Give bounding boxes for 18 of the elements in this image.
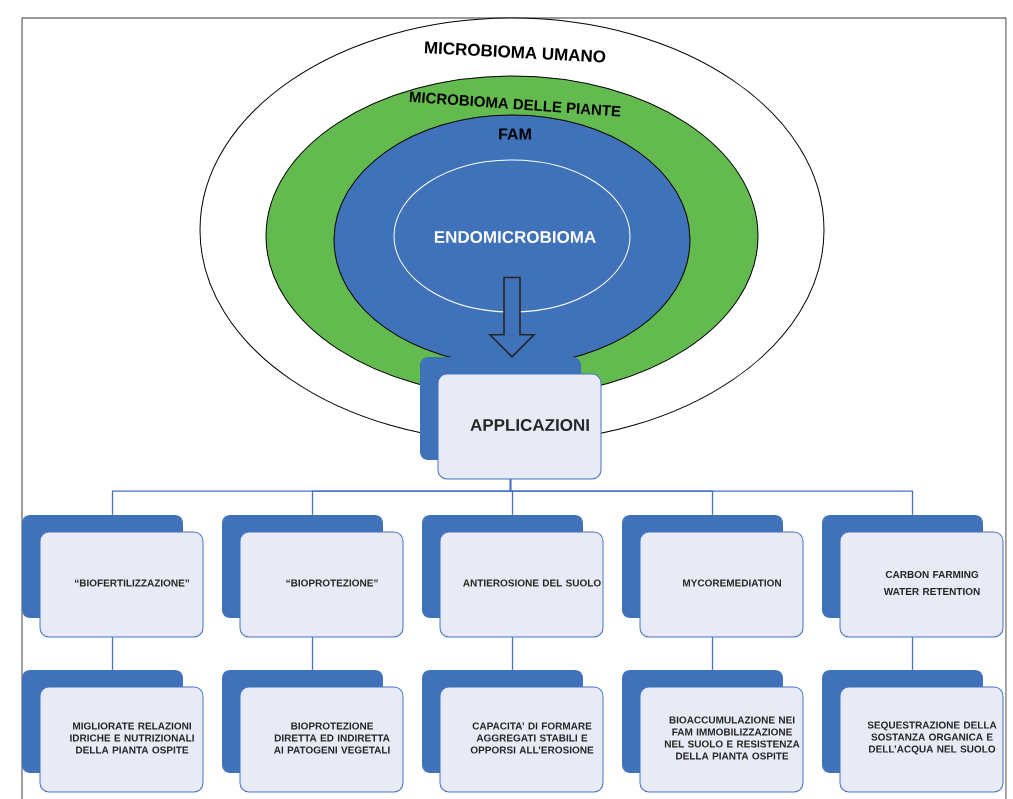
connector xyxy=(711,636,714,671)
connector xyxy=(511,636,514,671)
card-box: APPLICAZIONI xyxy=(420,357,602,480)
connector xyxy=(911,636,914,671)
card-box: “BIOPROTEZIONE” xyxy=(222,515,404,638)
card-box: ANTIEROSIONE DEL SUOLO xyxy=(422,515,604,638)
card-box: “BIOFERTILIZZAZIONE” xyxy=(22,515,204,638)
connector xyxy=(111,636,114,671)
card-box: CAPACITA’ DI FORMARE AGGREGATI STABILI E OPPORSI ALL’EROSIONE xyxy=(422,670,604,793)
card-box: MIGLIORATE RELAZIONI IDRICHE E NUTRIZIONALI DELLA PIANTA OSPITE xyxy=(22,670,204,793)
connector xyxy=(509,478,914,516)
block-arrow xyxy=(488,276,536,358)
connector xyxy=(311,636,314,671)
card-box: CARBON FARMING WATER RETENTION xyxy=(822,515,1004,638)
card-box: BIOACCUMULAZIONE NEI FAM IMMOBILIZZAZIONE NEL SUOLO E RESISTENZA DELLA PIANTA OSPITE xyxy=(622,670,804,793)
card-box: BIOPROTEZIONE DIRETTA ED INDIRETTA AI PATOGENI VEGETALI xyxy=(222,670,404,793)
card-box: SEQUESTRAZIONE DELLA SOSTANZA ORGANICA E DELL’ACQUA NEL SUOLO xyxy=(822,670,1004,793)
card-box: MYCOREMEDIATION xyxy=(622,515,804,638)
